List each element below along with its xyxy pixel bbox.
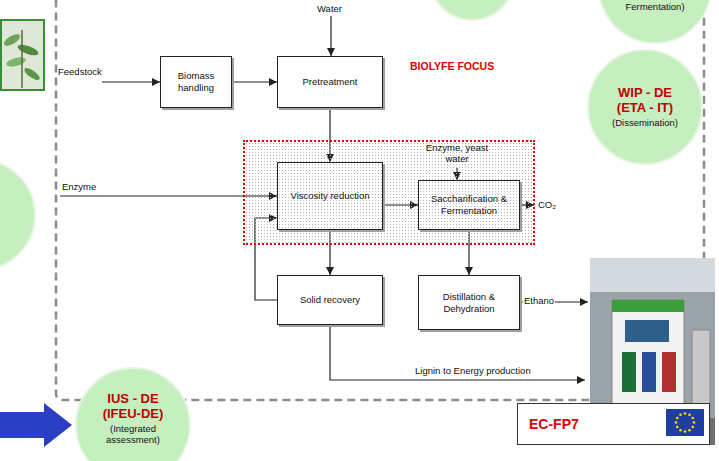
leaf [23, 66, 42, 82]
node-text: WIP - DE [618, 86, 672, 101]
process-box: Viscosity reduction [277, 162, 383, 230]
pump-nozzle [622, 352, 636, 392]
leaf [16, 42, 39, 57]
process-box: Biomass handling [160, 56, 232, 108]
eu-flag [666, 409, 704, 436]
flag-star [679, 429, 682, 432]
node-text: Pretreatment [303, 76, 358, 88]
plant-photo [1, 20, 44, 90]
flow-label: CO₂ [538, 199, 556, 210]
flag-field [666, 409, 704, 436]
stem [21, 30, 23, 88]
pump-body [612, 300, 684, 418]
node-text: (Dissemination) [612, 117, 678, 128]
partner-circle [430, 0, 514, 20]
flag-star [684, 430, 687, 433]
partner-circle: Fermentation) [598, 0, 712, 44]
partner-circle [0, 160, 35, 270]
partner-circle: WIP - DE(ETA - IT)(Dissemination) [587, 49, 703, 165]
node-text: (Integrated assessment) [96, 423, 170, 446]
node-text: EC-FP7 [529, 416, 579, 432]
flow-label: Water [317, 3, 342, 14]
flow-label: Feedstock [58, 66, 102, 77]
node-text: Viscosity reduction [290, 190, 369, 202]
node-text: Saccharification & Fermentation [424, 193, 514, 217]
pump-nozzle [662, 352, 676, 392]
flag-star [676, 417, 679, 420]
process-box: Solid recovery [277, 275, 383, 325]
pump-stripe [612, 300, 684, 312]
flag-star [679, 413, 682, 416]
input-arrow [102, 81, 160, 82]
pump-display [625, 320, 669, 342]
flag-star [684, 412, 687, 415]
photo-frame [1, 20, 44, 90]
canopy [590, 258, 715, 292]
flag-star [692, 417, 695, 420]
process-box: Saccharification & Fermentation [418, 180, 520, 230]
flow-label: BIOLYFE FOCUS [410, 60, 494, 73]
flag-star [688, 429, 691, 432]
funding-box: EC-FP7 [517, 403, 710, 445]
node-text: Enzyme, yeast water [419, 142, 495, 165]
partner-circle: IUS - DE(IFEU-DE)(Integrated assessment) [75, 367, 191, 461]
flow-label: Ethano [523, 295, 555, 306]
leaf [5, 56, 26, 69]
node-text: Fermentation) [625, 1, 684, 12]
node-text: Biomass handling [166, 70, 226, 94]
process-box: Distillation & Dehydration [418, 275, 520, 330]
pointer-arrow [0, 403, 72, 447]
focus-region: Viscosity reduction Saccharification & Fe… [243, 140, 535, 245]
flag-star [676, 426, 679, 429]
node-text: Solid recovery [300, 294, 360, 306]
pump-nozzle [642, 352, 656, 392]
node-text: Distillation & Dehydration [424, 291, 514, 315]
logo-ground [517, 403, 710, 445]
flag-star [688, 413, 691, 416]
node-text: IUS - DE [107, 392, 158, 407]
flag-star [693, 421, 696, 424]
node-text: (ETA - IT) [617, 101, 673, 116]
node-text: (IFEU-DE) [103, 407, 164, 422]
flag-star [675, 421, 678, 424]
flag-star [692, 426, 695, 429]
process-box: Pretreatment [277, 56, 383, 108]
output-arrow [330, 325, 585, 380]
flow-arrow [232, 81, 277, 82]
input-arrow [330, 16, 331, 56]
flow-label: Enzyme [62, 181, 96, 192]
flow-label: Lignin to Energy production [415, 365, 531, 376]
